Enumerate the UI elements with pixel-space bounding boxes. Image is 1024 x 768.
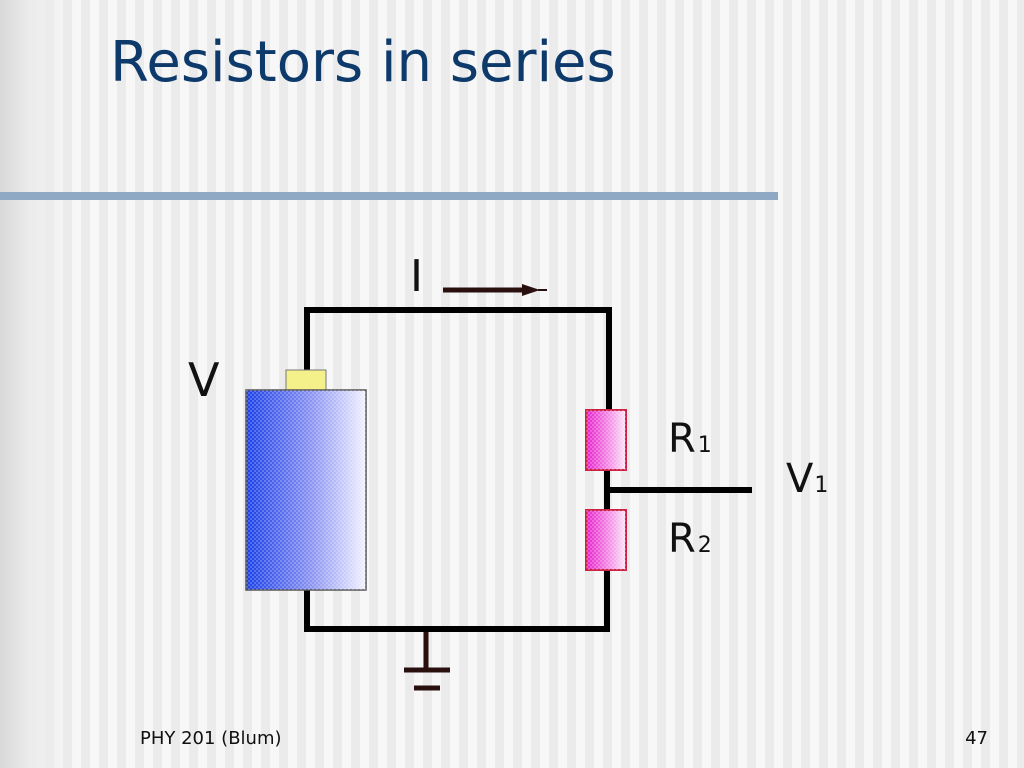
junction-subscript: 1 [814,473,828,498]
resistor1-label: R1 [668,416,712,462]
resistor2-letter: R [668,516,696,562]
wire-top [304,307,612,413]
slide-number: 47 [965,728,988,749]
resistor1-subscript: 1 [698,433,712,458]
slide-title: Resistors in series [110,30,616,95]
resistor1-letter: R [668,416,696,462]
junction-letter: V [786,456,814,502]
current-arrow [443,284,547,296]
footer-course-label: PHY 201 (Blum) [140,728,282,749]
resistor-r2 [585,509,627,571]
battery [245,369,367,591]
battery-terminal [285,369,327,391]
circuit-wires [304,307,752,632]
wire-bottom [304,567,610,632]
current-label: I [410,251,423,302]
resistor2-subscript: 2 [698,533,712,558]
junction-voltage-label: V1 [786,456,828,502]
title-divider [0,192,778,200]
resistor2-label: R2 [668,516,712,562]
resistor-r1 [585,409,627,471]
ground-symbol [404,632,450,691]
battery-voltage-label: V [188,353,220,407]
